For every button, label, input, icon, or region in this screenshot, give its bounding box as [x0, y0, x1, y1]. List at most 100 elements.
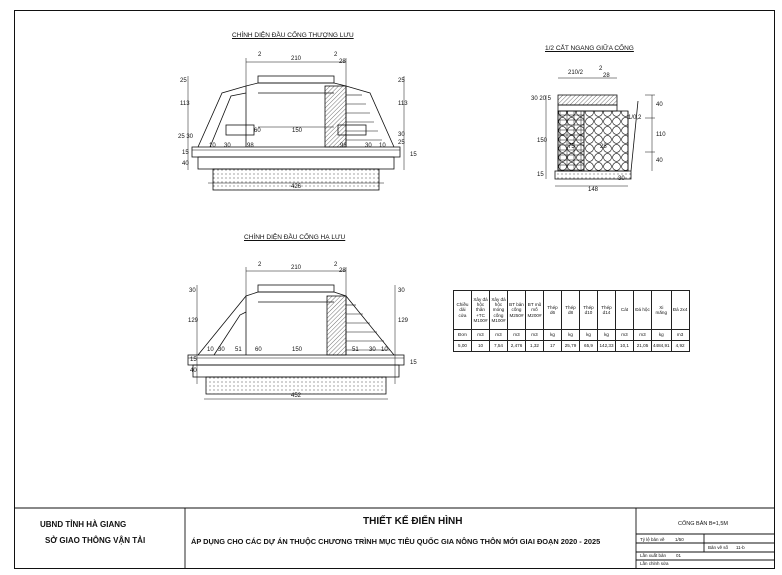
table-value-cell: 1,32 [525, 340, 544, 352]
dim-label: 40 [182, 161, 189, 167]
table-unit-cell: Đơn [453, 329, 472, 341]
scale-value: 1/50 [675, 537, 684, 542]
sheet-main-title: THIẾT KẾ ĐIỂN HÌNH [363, 516, 463, 527]
table-value-cell: 65,9 [579, 340, 598, 352]
dim-label: 51 [235, 347, 242, 353]
dim-label: 129 [188, 318, 199, 324]
table-value-cell: 5,00 [453, 340, 472, 352]
table-header-cell: Chiều dài cửa [453, 290, 472, 330]
table-header-cell: Đá 2x4 [670, 290, 690, 330]
org-name: UBND TỈNH HÀ GIANG [40, 520, 127, 529]
downstream-title: CHÍNH DIỆN ĐẦU CỐNG HẠ LƯU [244, 234, 346, 241]
table-header-cell: BT mũ mố M200# [525, 290, 544, 330]
dim-label: 60 [255, 347, 262, 353]
dim-label: 210 [291, 56, 302, 62]
table-unit-cell: kg [579, 329, 598, 341]
table-header-cell: Xi măng [651, 290, 672, 330]
dim-label: 1/0,2 [628, 115, 642, 121]
dim-label: 15 [182, 150, 189, 156]
dim-label: 30 [398, 288, 405, 294]
sheet-no-value: 11-b [736, 545, 745, 550]
table-value-cell: 10,1 [615, 340, 634, 352]
dim-label: 30 [398, 132, 405, 138]
dim-label: 28 [339, 268, 346, 274]
culvert-name: CỐNG BẢN B=1,5M [678, 521, 728, 527]
dim-label: 30 [618, 176, 625, 182]
dim-label: 40 [190, 368, 197, 374]
dim-label: 40 [656, 102, 663, 108]
dim-label: 10 [381, 347, 388, 353]
dim-label: 150 [292, 347, 303, 353]
edit-label: Lần chỉnh sửa [640, 561, 669, 566]
dim-label: 2 [334, 262, 338, 268]
table-header-cell: BT bản cống M250# [507, 290, 526, 330]
table-unit-cell: kg [561, 329, 580, 341]
dim-label: 75 [568, 144, 575, 150]
dim-label: 25 [398, 78, 405, 84]
dim-label: 30 [365, 143, 372, 149]
dim-label: 15 [410, 152, 417, 158]
dim-label: 2 [258, 52, 262, 58]
table-header-cell: Thép d8 [561, 290, 580, 330]
dim-label: 2 [334, 52, 338, 58]
table-value-cell: 4484,91 [651, 340, 672, 352]
dim-label: 30 [218, 347, 225, 353]
dim-label: 98 [340, 143, 347, 149]
dim-label: 30 20 5 [531, 96, 552, 102]
title-block-frame [14, 507, 775, 569]
dim-label: 10 [209, 143, 216, 149]
dim-label: 150 [537, 138, 548, 144]
table-value-cell: 4,92 [670, 340, 690, 352]
table-value-cell: 17 [543, 340, 562, 352]
dim-label: 30 [189, 288, 196, 294]
table-unit-cell: m3 [525, 329, 544, 341]
table-value-cell: 10 [471, 340, 490, 352]
dim-label: 113 [180, 101, 190, 107]
table-unit-cell: kg [543, 329, 562, 341]
dim-label: 210 [291, 265, 302, 271]
upstream-title: CHÍNH DIỆN ĐẦU CỐNG THƯỢNG LƯU [232, 32, 354, 39]
dim-label: 110 [656, 132, 666, 138]
dim-label: 28 [339, 59, 346, 65]
dim-label: 25 [398, 140, 405, 146]
table-value-cell: 142,33 [597, 340, 616, 352]
dim-label: 51 [352, 347, 359, 353]
table-header-cell: Thép d10 [579, 290, 598, 330]
dim-label: 15 [190, 357, 197, 363]
table-unit-cell: m3 [615, 329, 634, 341]
table-value-cell: 7,54 [489, 340, 508, 352]
dim-label: 210/2 [568, 70, 584, 76]
dim-label: 10 [379, 143, 386, 149]
dim-label: 2 [258, 262, 262, 268]
dim-label: 30 [224, 143, 231, 149]
dim-label: 98 [247, 143, 254, 149]
dim-label: 28 [603, 73, 610, 79]
section-title: 1/2 CẮT NGANG GIỮA CỐNG [545, 45, 634, 52]
sheet-subtitle: ÁP DỤNG CHO CÁC DỰ ÁN THUỘC CHƯƠNG TRÌNH… [191, 537, 601, 546]
dim-label: 28 [600, 144, 607, 150]
sheet-no-label: Bản vẽ số [708, 545, 729, 550]
sheet-frame [14, 10, 775, 569]
table-unit-cell: m3 [471, 329, 490, 341]
table-value-cell: 25,79 [561, 340, 580, 352]
dim-label: 148 [588, 187, 599, 193]
table-unit-cell: m3 [489, 329, 508, 341]
table-header-cell: Đá hộc [633, 290, 652, 330]
table-header-cell: Thép d14 [597, 290, 616, 330]
drawing-downstream [187, 267, 405, 400]
drawing-section [545, 77, 655, 187]
table-header-cell: Xây đá hộc thân +TC M100# [471, 290, 490, 330]
dim-label: 426 [291, 184, 302, 190]
scale-label: Tỷ lệ bản vẽ [640, 537, 665, 542]
dim-label: 113 [398, 101, 408, 107]
dim-label: 15 [410, 360, 417, 366]
table-unit-cell: kg [651, 329, 672, 341]
dim-label: 25 [180, 78, 187, 84]
dept-name: SỞ GIAO THÔNG VẬN TẢI [45, 536, 146, 545]
dim-label: 25 30 [178, 134, 194, 140]
table-unit-cell: m3 [507, 329, 526, 341]
revision-value: 01 [676, 553, 682, 558]
table-header-cell: Xây đá hộc móng cống M100# [489, 290, 508, 330]
